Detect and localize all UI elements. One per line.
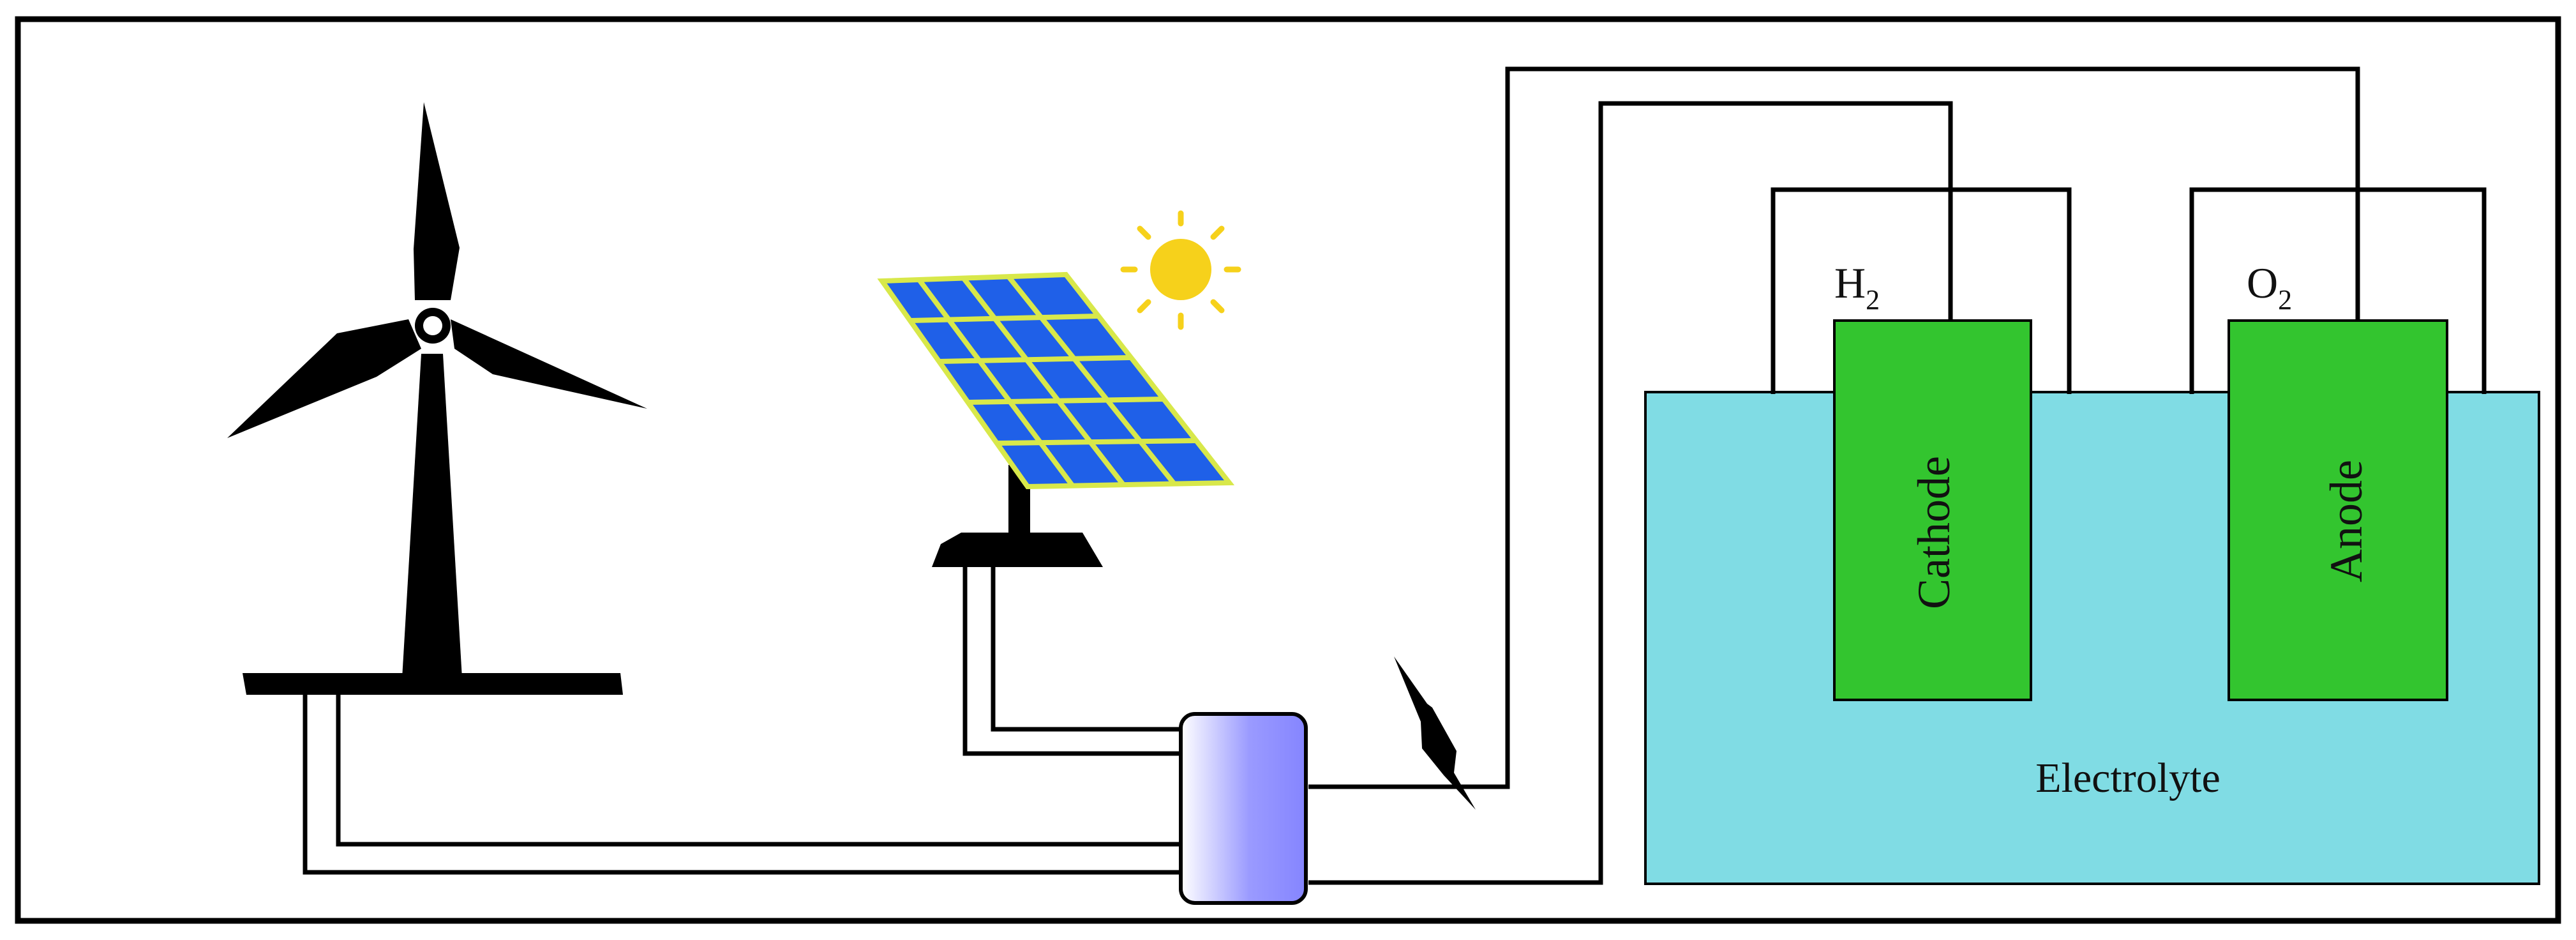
turbine-blade-up [414,102,460,300]
sun-icon [1120,210,1241,330]
wire-turbine-outer [303,695,1181,875]
wire-solar-inner [991,567,1181,732]
wire-converter-to-cathode [1308,101,1953,885]
cathode-label: Cathode [1908,456,1959,609]
hydrogen-symbol: H [1834,259,1866,307]
oxygen-label: O2 [2247,259,2292,315]
wire-converter-to-anode [1308,66,2360,789]
turbine-blade-left [227,319,421,438]
anode-electrode [2228,319,2448,701]
wire-turbine-inner [336,695,1181,847]
oxygen-symbol: O [2247,259,2278,307]
solar-stand-base [932,533,1103,567]
converter-box-icon [1179,712,1308,905]
wiring [303,66,2487,885]
electrolyte-label: Electrolyte [2035,755,2220,801]
cathode-gas-pipe [1771,187,2072,394]
oxygen-subscript: 2 [2278,284,2292,315]
hydrogen-subscript: 2 [1866,284,1880,315]
solar-panel-face [877,271,1235,490]
wind-turbine-icon [227,102,647,695]
anode-label: Anode [2321,460,2372,582]
cathode-electrode [1833,319,2032,701]
lightning-bolt-icon [1394,656,1476,810]
turbine-hub-center [423,316,442,335]
wire-solar-outer [962,567,1181,756]
solar-panel-grid [910,275,1197,487]
anode-gas-pipe [2189,187,2487,394]
turbine-tower [402,354,462,678]
solar-panel-icon [877,271,1235,567]
turbine-base [243,673,623,695]
turbine-blade-right [451,319,647,409]
hydrogen-label: H2 [1834,259,1880,315]
